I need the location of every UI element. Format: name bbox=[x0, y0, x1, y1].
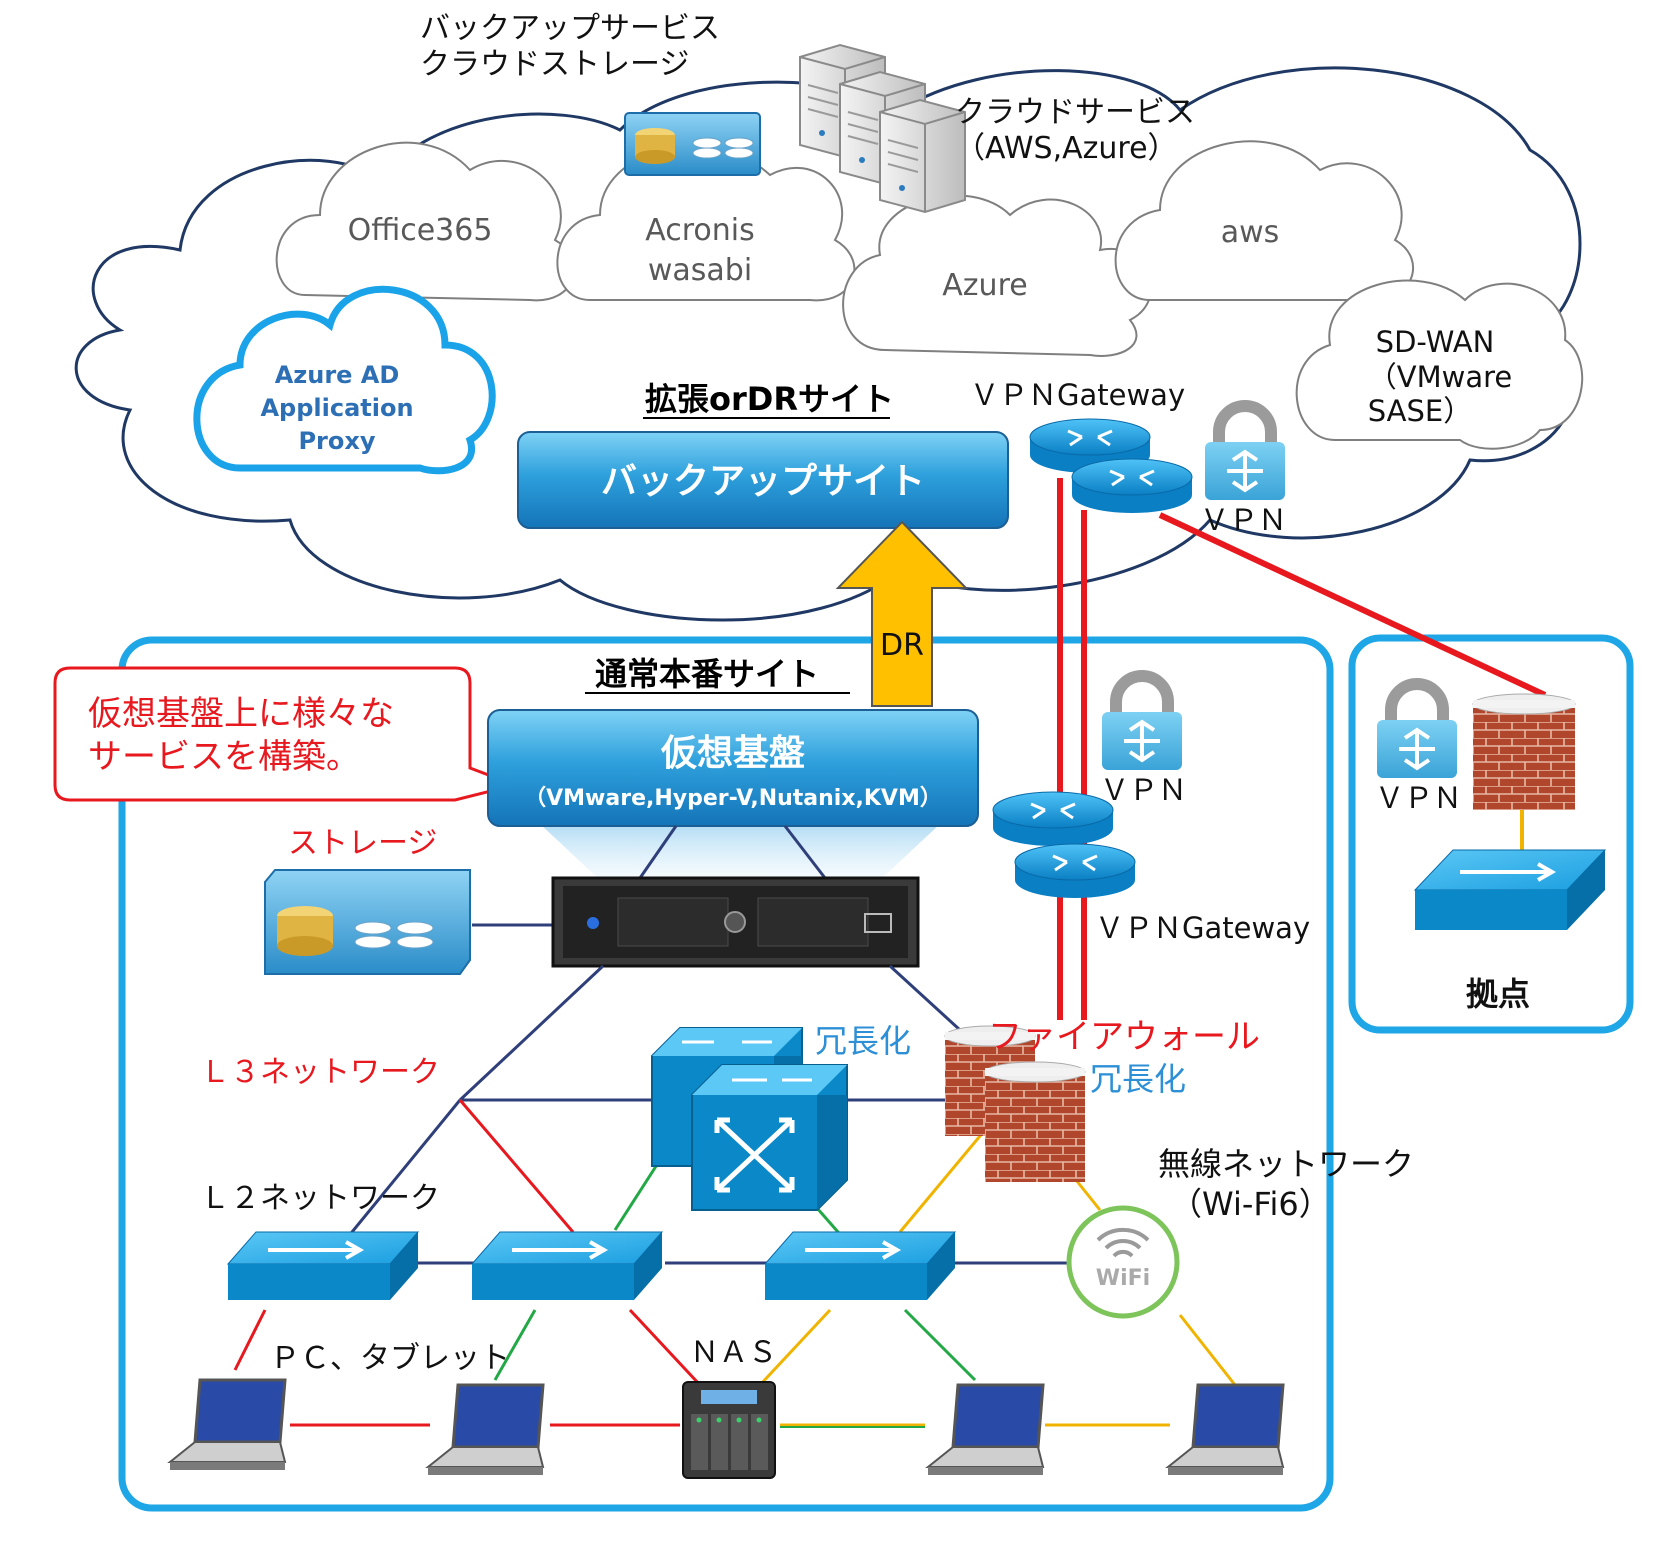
firewall-label: ファイアウォール bbox=[988, 1017, 1260, 1057]
nas-icon bbox=[682, 1381, 776, 1479]
vpn-lock-icon bbox=[1102, 670, 1182, 770]
office365-label: Office365 bbox=[348, 213, 493, 248]
branch-vpn-label: ＶＰＮ bbox=[1375, 781, 1462, 815]
dr-arrow-label: DR bbox=[880, 628, 924, 663]
vpn-top-label: ＶＰＮ bbox=[1200, 503, 1287, 537]
cloud-service-label-line2: （AWS,Azure） bbox=[955, 131, 1178, 166]
firewall-icon bbox=[1472, 693, 1576, 810]
firewall-icon bbox=[944, 1025, 1086, 1182]
wifi-access-point-icon: WiFi bbox=[1066, 1205, 1180, 1319]
router-icon bbox=[1029, 418, 1193, 513]
acronis-label-line1: Acronis bbox=[645, 213, 755, 248]
cloud-storage-icon bbox=[624, 112, 761, 176]
l3-switch-icon bbox=[651, 1027, 848, 1211]
l2-switch-icon bbox=[1413, 849, 1607, 930]
vpn-lock-icon bbox=[1205, 400, 1285, 500]
wireless-label-line1: 無線ネットワーク bbox=[1158, 1145, 1414, 1183]
vpn-mid-label: ＶＰＮ bbox=[1100, 773, 1187, 807]
azure-ad-proxy-cloud-icon: Azure AD Application Proxy bbox=[193, 285, 496, 475]
azure-ad-label-line3: Proxy bbox=[298, 427, 375, 455]
l3-network-label: Ｌ３ネットワーク bbox=[200, 1055, 440, 1090]
cloud-server-icon bbox=[799, 43, 966, 214]
cloud-service-label-line1: クラウドサービス bbox=[955, 95, 1195, 130]
vp-server-link-right bbox=[783, 825, 827, 879]
vp-server-link-left bbox=[638, 825, 678, 879]
network-links bbox=[233, 790, 1524, 1428]
storage-label: ストレージ bbox=[288, 826, 437, 861]
backup-site-label: バックアップサイト bbox=[601, 461, 925, 502]
vpn-links bbox=[1057, 478, 1547, 1020]
branch-frame bbox=[1348, 634, 1634, 1034]
dr-arrow: DR bbox=[835, 520, 969, 707]
virtual-platform-box: 仮想基盤 （VMware,Hyper-V,Nutanix,KVM） bbox=[487, 709, 979, 827]
branch-title: 拠点 bbox=[1466, 975, 1530, 1013]
wireless-label-line2: （Wi-Fi6） bbox=[1170, 1185, 1331, 1223]
l2-network-label: Ｌ２ネットワーク bbox=[200, 1181, 440, 1216]
callout-line1: 仮想基盤上に様々な bbox=[88, 694, 394, 734]
azure-ad-label-line1: Azure AD bbox=[275, 361, 400, 389]
sdwan-label-line3: SASE） bbox=[1368, 394, 1473, 428]
virtual-platform-label: 仮想基盤 bbox=[660, 733, 805, 774]
pc-tablet-label: ＰＣ、タブレット bbox=[270, 1341, 510, 1376]
aws-label: aws bbox=[1221, 215, 1280, 250]
azure-ad-label-line2: Application bbox=[260, 394, 413, 422]
storage-icon bbox=[264, 869, 471, 975]
callout-line2: サービスを構築。 bbox=[88, 737, 360, 777]
production-site-frame bbox=[118, 636, 1334, 1512]
cloud-sdwan: SD-WAN （VMware SASE） bbox=[1295, 279, 1584, 450]
dr-site-title: 拡張orDRサイト bbox=[645, 380, 894, 418]
sdwan-label-line2: （VMware bbox=[1368, 360, 1512, 394]
backup-service-label-line2: クラウドストレージ bbox=[420, 47, 689, 82]
production-site-title: 通常本番サイト bbox=[595, 655, 819, 693]
nas-label: ＮＡＳ bbox=[690, 1335, 777, 1369]
cloud-aws: aws bbox=[1114, 140, 1414, 302]
virtual-platform-glow bbox=[540, 824, 940, 880]
sdwan-label-line1: SD-WAN bbox=[1376, 325, 1495, 359]
redundancy-switch-label: 冗長化 bbox=[815, 1022, 911, 1060]
vpn-gateway-mid-label: ＶＰＮGateway bbox=[1095, 911, 1310, 945]
wifi-badge-label: WiFi bbox=[1096, 1266, 1150, 1291]
virtual-platform-sub-label: （VMware,Hyper-V,Nutanix,KVM） bbox=[524, 786, 942, 811]
redundancy-firewall-label: 冗長化 bbox=[1090, 1060, 1186, 1098]
callout-box: 仮想基盤上に様々な サービスを構築。 bbox=[53, 666, 521, 802]
backup-site-box: バックアップサイト bbox=[517, 431, 1009, 529]
cloud-acronis: Acronis wasabi bbox=[556, 145, 856, 302]
backup-service-label-line1: バックアップサービス bbox=[420, 11, 720, 46]
router-icon bbox=[992, 791, 1136, 898]
acronis-label-line2: wasabi bbox=[648, 253, 752, 288]
cloud-azure: Azure bbox=[842, 194, 1153, 357]
vpn-gateway-top-label: ＶＰＮGateway bbox=[970, 378, 1185, 412]
laptop-icon bbox=[167, 1378, 1285, 1475]
l2-switch-icon bbox=[226, 1231, 957, 1300]
vpn-lock-icon bbox=[1377, 678, 1457, 778]
azure-label: Azure bbox=[942, 268, 1027, 303]
rack-server-icon bbox=[551, 876, 920, 968]
